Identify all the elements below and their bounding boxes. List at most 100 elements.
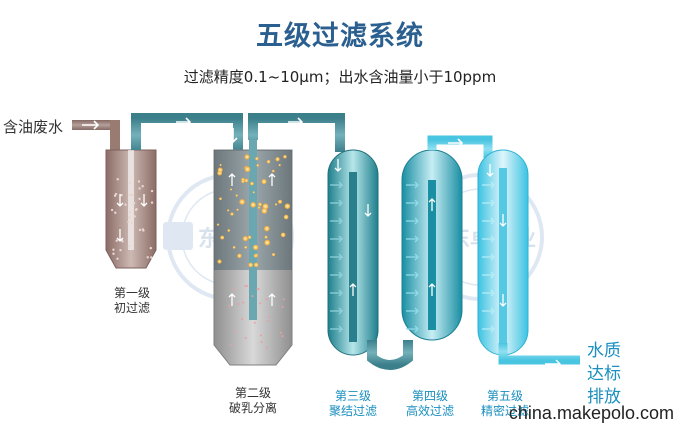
oil-droplet bbox=[272, 169, 275, 173]
oil-droplet bbox=[244, 154, 250, 160]
sediment-dot bbox=[279, 331, 282, 334]
stage3-label-line1: 第三级 bbox=[334, 389, 371, 403]
flow-arrow-icon bbox=[116, 229, 124, 242]
stage5-label: 第五级 精密过滤 bbox=[473, 389, 537, 419]
sediment-dot bbox=[129, 193, 132, 197]
oil-droplet bbox=[250, 202, 256, 208]
sediment-dot bbox=[130, 221, 133, 224]
page-title: 五级过滤系统 bbox=[256, 21, 424, 52]
oil-droplet bbox=[235, 194, 238, 197]
sediment-dot bbox=[266, 320, 269, 323]
oil-droplet bbox=[217, 167, 223, 173]
sediment-dot bbox=[260, 341, 263, 344]
oil-droplet bbox=[278, 199, 283, 204]
stage2-label-line2: 破乳分离 bbox=[228, 401, 277, 415]
sediment-dot bbox=[115, 239, 118, 242]
oil-droplet bbox=[255, 157, 259, 161]
flow-tick-icon bbox=[330, 307, 343, 315]
outlet-label: 水质 达标 排放 bbox=[587, 340, 627, 409]
sediment-dot bbox=[114, 211, 117, 214]
sediment-dot bbox=[281, 305, 284, 308]
oil-droplet bbox=[264, 235, 268, 239]
sediment-dot bbox=[124, 203, 127, 206]
sediment-dot bbox=[232, 288, 235, 291]
sediment-dot bbox=[246, 285, 249, 288]
sediment-dot bbox=[116, 257, 119, 260]
oil-droplet bbox=[261, 208, 268, 214]
oil-droplet bbox=[227, 229, 231, 232]
oil-droplet bbox=[248, 262, 254, 268]
oil-droplet bbox=[278, 163, 281, 167]
flow-tick-icon bbox=[482, 253, 495, 261]
oil-droplet bbox=[229, 188, 233, 191]
flow-arrow-icon bbox=[334, 159, 342, 172]
stage5-label-line2: 精密过滤 bbox=[480, 404, 529, 418]
oil-droplet bbox=[262, 203, 269, 210]
sediment-dot bbox=[112, 248, 115, 251]
sediment-dot bbox=[137, 180, 141, 183]
oil-droplet bbox=[244, 166, 251, 173]
sediment-dot bbox=[141, 228, 145, 231]
sediment-dot bbox=[229, 343, 232, 346]
sediment-dot bbox=[237, 303, 240, 306]
stage3-label: 第三级 聚结过滤 bbox=[321, 389, 385, 419]
sediment-dot bbox=[234, 330, 237, 333]
flow-arrow-icon bbox=[448, 138, 464, 148]
flow-arrow-icon bbox=[349, 283, 357, 296]
sediment-dot bbox=[138, 187, 141, 190]
sediment-dot bbox=[120, 193, 123, 197]
oil-droplet bbox=[232, 246, 236, 249]
flow-tick-icon bbox=[406, 307, 419, 315]
flow-tick-icon bbox=[406, 253, 419, 261]
oil-droplet bbox=[261, 179, 267, 185]
sediment-dot bbox=[150, 201, 154, 204]
stage3-label-line2: 聚结过滤 bbox=[328, 404, 377, 418]
flow-tick-icon bbox=[406, 181, 419, 189]
flow-tick-icon bbox=[330, 271, 343, 279]
stage2-label: 第二级 破乳分离 bbox=[221, 386, 285, 416]
pipe-stage3-stage4 bbox=[367, 340, 413, 370]
sediment-dot bbox=[265, 298, 268, 301]
flow-tick-icon bbox=[330, 289, 343, 297]
stage3-column bbox=[327, 149, 379, 356]
flow-tick-icon bbox=[406, 217, 419, 225]
flow-arrow-icon bbox=[428, 198, 436, 211]
flow-tick-icon bbox=[482, 199, 495, 207]
flow-arrow-icon bbox=[364, 204, 372, 217]
oil-droplet bbox=[252, 244, 259, 251]
pipe-stage2-stage3 bbox=[248, 113, 345, 152]
sediment-dot bbox=[132, 201, 136, 205]
stage2-tank bbox=[213, 140, 293, 366]
sediment-dot bbox=[150, 256, 153, 259]
oil-droplet bbox=[255, 253, 258, 257]
sediment-dot bbox=[256, 287, 259, 290]
oil-droplet bbox=[256, 164, 260, 167]
flow-tick-icon bbox=[406, 271, 419, 279]
sediment-dot bbox=[251, 295, 254, 298]
oil-droplet bbox=[264, 239, 271, 246]
outlet-label-line1: 水质 bbox=[587, 341, 621, 361]
sediment-dot bbox=[244, 285, 247, 288]
outlet-arrow-icon bbox=[545, 359, 561, 369]
oil-droplet bbox=[242, 236, 248, 242]
sediment-dot bbox=[259, 334, 262, 337]
outlet-label-line2: 达标 bbox=[587, 364, 621, 384]
oil-droplet bbox=[220, 235, 225, 240]
oil-droplet bbox=[219, 197, 222, 201]
flow-tick-icon bbox=[406, 289, 419, 297]
oil-droplet bbox=[283, 155, 287, 159]
stage5-column bbox=[477, 149, 529, 356]
oil-droplet bbox=[275, 157, 280, 162]
oil-droplet bbox=[244, 245, 248, 249]
sediment-dot bbox=[128, 215, 131, 219]
flow-arrow-icon bbox=[268, 173, 276, 186]
oil-droplet bbox=[237, 253, 242, 259]
sediment-dot bbox=[116, 178, 119, 181]
flow-arrow-icon bbox=[228, 173, 236, 186]
flow-tick-icon bbox=[482, 289, 495, 297]
oil-droplet bbox=[274, 203, 278, 206]
inlet-arrow-icon bbox=[82, 120, 100, 130]
oil-droplet bbox=[219, 163, 222, 167]
flow-tick-icon bbox=[482, 181, 495, 189]
